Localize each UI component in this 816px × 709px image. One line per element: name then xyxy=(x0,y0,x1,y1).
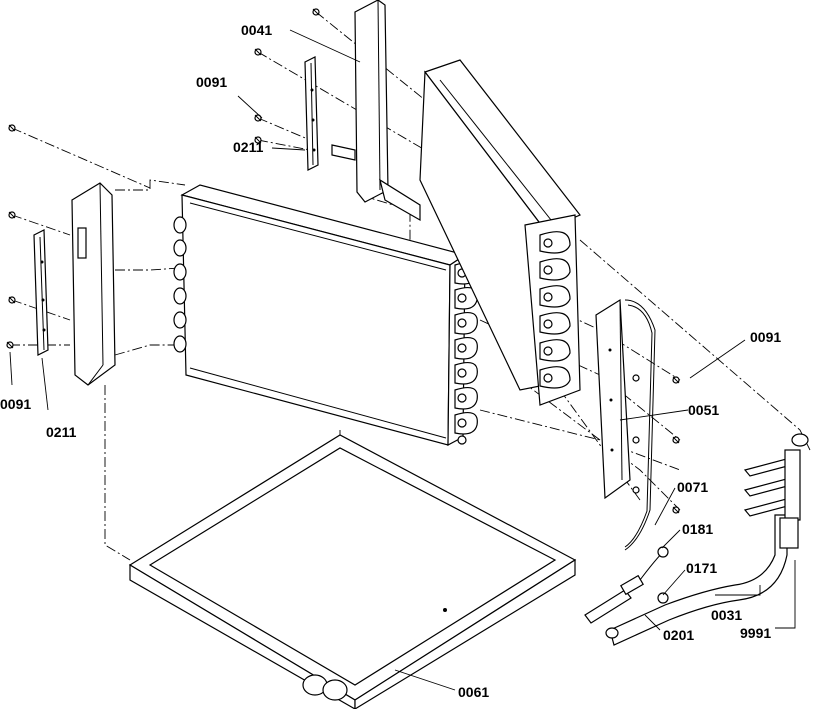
screws xyxy=(6,8,680,514)
label-0051: 0051 xyxy=(688,402,719,418)
label-0211-top: 0211 xyxy=(233,139,264,155)
right-coil-side-bends xyxy=(524,214,581,406)
label-0071: 0071 xyxy=(677,479,708,495)
screw-icon xyxy=(6,341,14,349)
label-0061: 0061 xyxy=(458,684,489,700)
label-0091-right: 0091 xyxy=(750,329,781,345)
label-0041: 0041 xyxy=(241,22,272,38)
top-right-angled-panel xyxy=(419,59,581,391)
drain-pan xyxy=(128,434,577,709)
top-center-panel xyxy=(331,0,421,222)
suction-header xyxy=(743,433,809,549)
screw-icon xyxy=(672,506,680,514)
part-labels: 0041 0091 0211 0091 0211 0091 0051 0071 … xyxy=(0,22,781,700)
screw-icon xyxy=(632,486,640,494)
screw-icon xyxy=(312,8,320,16)
screw-icon xyxy=(254,114,262,122)
screw-icon xyxy=(254,48,262,56)
screw-icon xyxy=(8,211,16,219)
label-9991: 9991 xyxy=(740,625,771,641)
screw-icon xyxy=(672,376,680,384)
label-0091-top: 0091 xyxy=(196,74,227,90)
screw-icon xyxy=(254,136,262,144)
screw-icon xyxy=(8,124,16,132)
label-0211-left: 0211 xyxy=(46,424,77,440)
left-side-panel xyxy=(71,182,116,386)
coil-return-bends-left xyxy=(173,216,187,353)
screw-icon xyxy=(632,436,640,444)
label-0171: 0171 xyxy=(686,560,717,576)
evaporator-coil xyxy=(173,184,478,447)
left-bracket-strip xyxy=(33,229,49,356)
label-0201: 0201 xyxy=(663,627,694,643)
right-distributor-panel xyxy=(595,298,656,551)
top-bracket-strip xyxy=(304,56,319,171)
leader-lines xyxy=(9,29,796,691)
screw-icon xyxy=(8,296,16,304)
screw-icon xyxy=(672,436,680,444)
screw-icon xyxy=(632,374,640,382)
label-0031: 0031 xyxy=(711,607,742,623)
label-0181: 0181 xyxy=(682,521,713,537)
label-0091-left: 0091 xyxy=(0,396,31,412)
